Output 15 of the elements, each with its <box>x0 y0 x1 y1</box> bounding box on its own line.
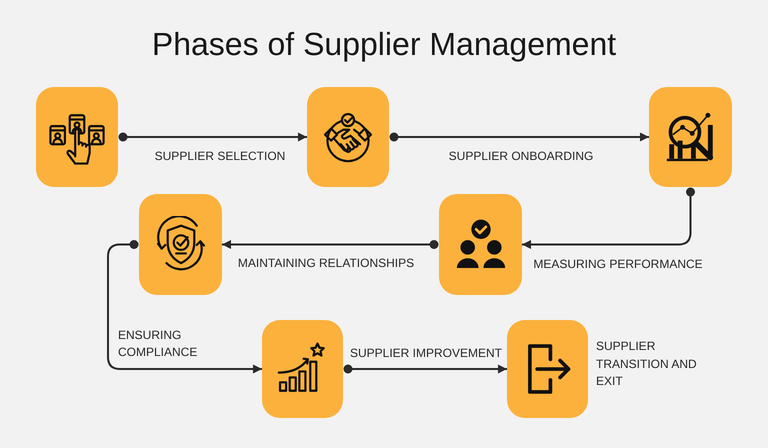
connector-arrow <box>107 240 262 374</box>
icon-tile <box>139 194 222 295</box>
icon-tile <box>649 87 732 187</box>
connector-arrow <box>390 132 649 142</box>
connector-arrow <box>118 132 307 142</box>
connector-arrow <box>344 364 507 374</box>
diagram-title: Phases of Supplier Management <box>152 25 616 64</box>
icon-tile <box>507 320 588 418</box>
connector-arrow <box>522 188 695 249</box>
connector-arrow <box>222 240 438 249</box>
icon-tile <box>439 194 522 295</box>
node-caption: SUPPLIER TRANSITION AND EXIT <box>596 338 698 390</box>
icon-tile <box>262 320 343 418</box>
icon-tile <box>36 87 118 187</box>
icon-tile <box>307 87 389 187</box>
